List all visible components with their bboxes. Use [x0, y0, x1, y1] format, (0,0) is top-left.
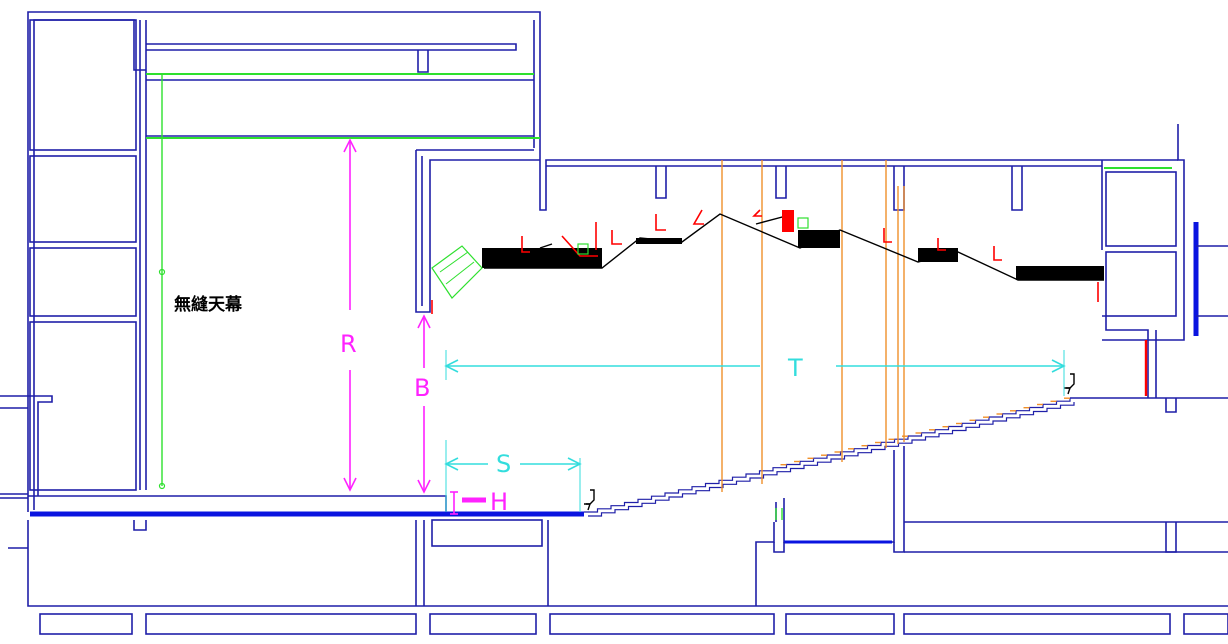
- footings: [39, 613, 1228, 635]
- dimension-label-B: B: [414, 374, 430, 402]
- lighting-fixture-icon: [883, 228, 892, 243]
- dimension-R: [343, 138, 357, 492]
- equipment: [431, 217, 809, 299]
- dimension-B: [417, 314, 431, 494]
- speaker-icon: [782, 210, 794, 232]
- ceiling-reflectors: [482, 213, 1104, 281]
- lighting-fixture-icon: [993, 246, 1002, 261]
- reflector-panel: [798, 230, 840, 248]
- lighting-fixture-icon: [752, 209, 762, 217]
- seat-icon: [1064, 373, 1075, 395]
- fly-bay-1: [29, 19, 137, 151]
- reflector-panel: [918, 248, 958, 262]
- lighting-fixture-icon: [655, 214, 666, 231]
- lighting-fixture-icon: [937, 238, 946, 251]
- dimension-label-R: R: [340, 330, 357, 358]
- stage-house-walls: [27, 11, 1178, 512]
- dimension-label-T: T: [787, 354, 803, 382]
- lighting-fixtures: [431, 209, 1148, 396]
- stage-floor: [0, 395, 1228, 607]
- cyclorama: [146, 73, 540, 490]
- dimension-H: [450, 491, 486, 515]
- cyclorama-label: 無縫天幕: [174, 294, 243, 315]
- stair-lower-line: [588, 402, 1075, 517]
- ceiling-beams: [546, 124, 1228, 398]
- reflector-panel: [636, 238, 682, 244]
- reflector-panel: [1016, 266, 1104, 280]
- fly-bay-4: [29, 321, 137, 491]
- rear-room-lower: [1105, 251, 1177, 317]
- lighting-fixture-icon: [431, 245, 483, 299]
- dimension-T: [444, 350, 1066, 396]
- lighting-fixture-icon: [797, 217, 809, 229]
- reflector-panel: [482, 248, 602, 268]
- dimension-S: [444, 440, 582, 512]
- lighting-fixture-icon: [521, 236, 530, 253]
- dimension-label-H: H: [490, 488, 508, 516]
- seats: [584, 373, 1075, 511]
- orchestra-pit: [431, 519, 543, 547]
- lighting-fixture-icon: [611, 230, 622, 245]
- fly-bay-2: [29, 155, 137, 243]
- dimension-label-S: S: [496, 450, 511, 478]
- lighting-fixture-icon: [692, 209, 704, 225]
- fly-bay-3: [29, 247, 137, 317]
- auditorium-rake: [584, 397, 1075, 517]
- lighting-fixture-icon: [561, 235, 598, 257]
- lighting-fixture-icon: [577, 243, 589, 255]
- rear-room-upper: [1105, 171, 1177, 247]
- seat-icon: [584, 489, 595, 511]
